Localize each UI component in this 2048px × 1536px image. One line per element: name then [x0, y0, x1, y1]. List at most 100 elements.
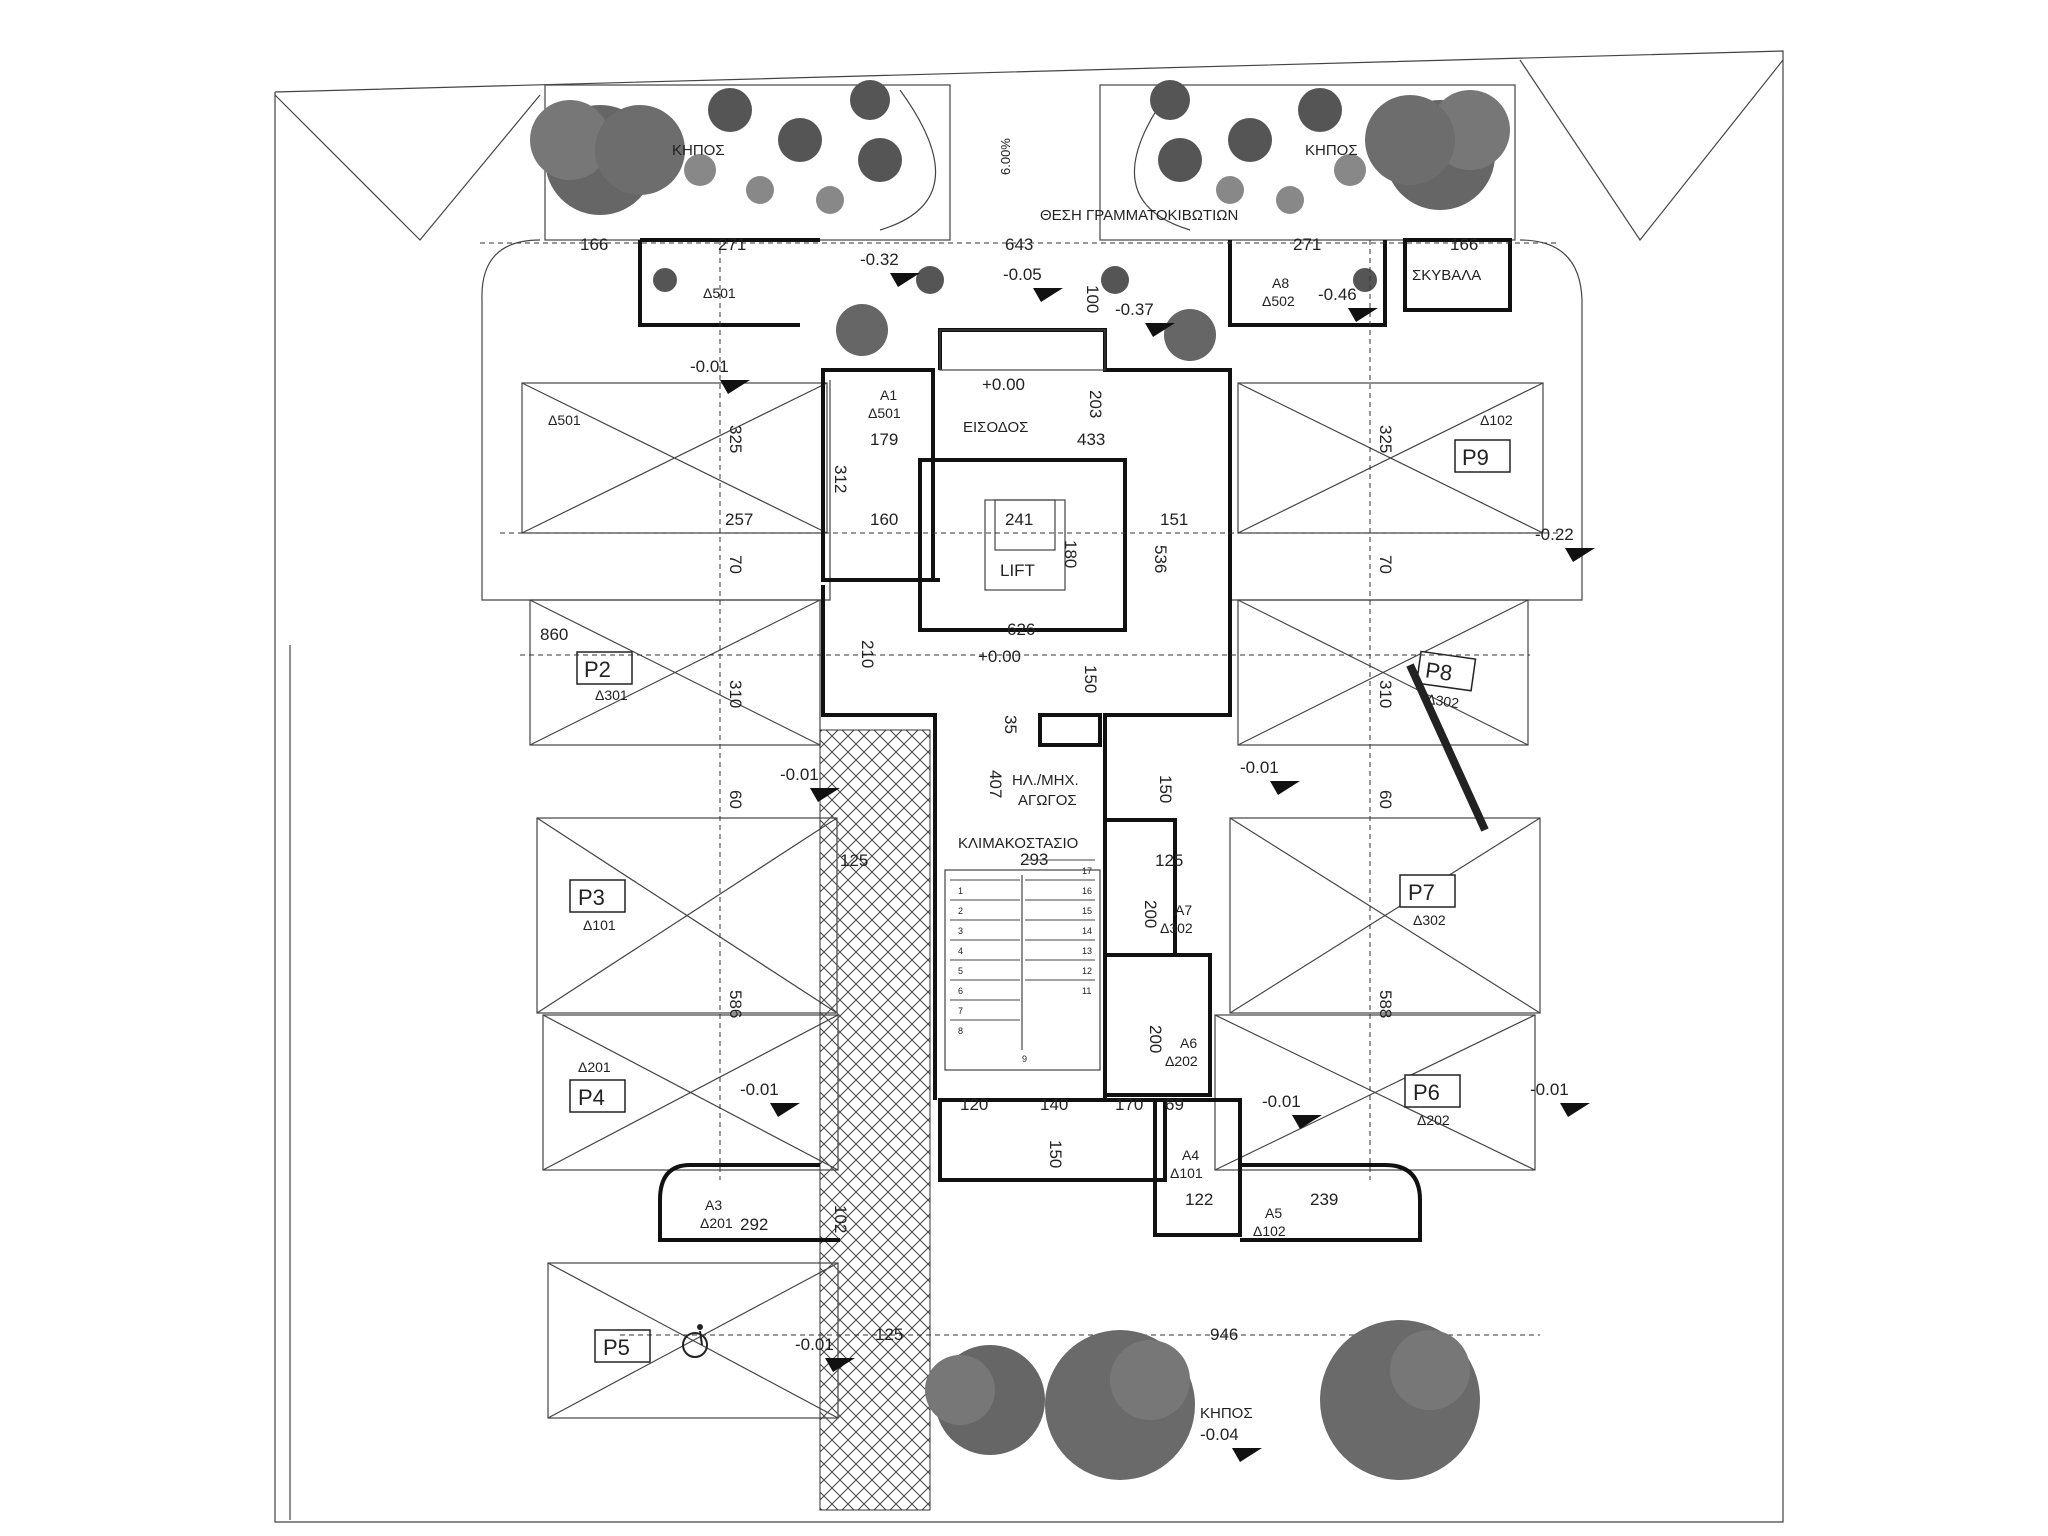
dim-label: 325: [726, 425, 745, 453]
dim-label: 166: [580, 235, 608, 254]
vertical-dimension-labels: 3257031060586325703106058831210020353621…: [726, 285, 1395, 1233]
level-arrow-icon: [720, 380, 750, 394]
dim-label: 536: [1151, 545, 1170, 573]
dim-label: 150: [1156, 775, 1175, 803]
parking-id: P2: [584, 657, 611, 682]
dim-label: 120: [960, 1095, 988, 1114]
dim-label: 312: [831, 465, 850, 493]
top-roof-outline: [274, 59, 1784, 242]
stair-step-number: 15: [1082, 906, 1092, 916]
storage-code: Δ101: [1170, 1165, 1203, 1181]
parking-id: P7: [1408, 880, 1435, 905]
dim-label: 70: [1376, 555, 1395, 574]
dim-label: 35: [1001, 715, 1020, 734]
lift-depth: 180: [1061, 540, 1080, 568]
level-arrow-icon: [1270, 781, 1300, 795]
dim-label: 586: [726, 990, 745, 1018]
ramp-hatched-strip: [819, 729, 931, 1511]
parking-id: P4: [578, 1085, 605, 1110]
stair-step-number: 16: [1082, 886, 1092, 896]
store-a-top-left: Δ501: [638, 238, 820, 327]
parking-id: P8: [1424, 657, 1454, 686]
parking-grid: [521, 382, 1544, 1419]
stair-step-number: 2: [958, 906, 963, 916]
entrance-level: +0.00: [982, 375, 1025, 394]
dim-label: 310: [1376, 680, 1395, 708]
mailbox-label: ΘΕΣΗ ΓΡΑΜΜΑΤΟΚΙΒΩΤΙΩΝ: [1040, 207, 1238, 224]
parking-code: Δ201: [578, 1059, 611, 1075]
dim-label: 69: [1165, 1095, 1184, 1114]
core-walls: [658, 328, 1422, 1242]
level-arrow-icon: [1292, 1115, 1322, 1129]
stair-step-number: 5: [958, 966, 963, 976]
lift-width: 241: [1005, 510, 1033, 529]
parking-id: P3: [578, 885, 605, 910]
level-value: -0.01: [1240, 758, 1279, 777]
dim-label: 271: [718, 235, 746, 254]
dim-label: 271: [1293, 235, 1321, 254]
stair-step-number: 14: [1082, 926, 1092, 936]
plot-left-dim: 860: [540, 625, 568, 644]
level-arrow-icon: [1565, 548, 1595, 562]
dim-label: 70: [726, 555, 745, 574]
stair-step-number: 11: [1082, 986, 1091, 996]
parking-code: Δ302: [1425, 691, 1460, 711]
dim-label: 239: [1310, 1190, 1338, 1209]
dim-label: 122: [1185, 1190, 1213, 1209]
level-arrow-icon: [1033, 288, 1063, 302]
parking-code: Δ302: [1413, 912, 1446, 928]
top-left-garden: ΚΗΠΟΣ: [530, 80, 951, 241]
garden-label: ΚΗΠΟΣ: [1305, 142, 1358, 159]
wheelchair-icon: [682, 1324, 708, 1358]
dim-label: 433: [1077, 430, 1105, 449]
lobby-level: +0.00: [978, 647, 1021, 666]
garden-label: ΚΗΠΟΣ: [1200, 1405, 1253, 1422]
dim-label: 257: [725, 510, 753, 529]
ramp-slope: 6.00%: [998, 138, 1013, 175]
dim-label: 166: [1450, 235, 1478, 254]
parking-id: P9: [1462, 445, 1489, 470]
parking-id: P6: [1413, 1080, 1440, 1105]
dim-label: 200: [1141, 900, 1160, 928]
stair-step-number: 3: [958, 926, 963, 936]
dim-label: 140: [1040, 1095, 1068, 1114]
garden-level: -0.04: [1200, 1425, 1239, 1444]
level-value: -0.46: [1318, 285, 1357, 304]
storage-id: A8: [1272, 275, 1289, 291]
level-arrow-icon: [770, 1103, 800, 1117]
dim-label: 125: [875, 1325, 903, 1344]
stair-step-number: 17: [1082, 866, 1092, 876]
lift: 241 LIFT 180: [994, 499, 1080, 580]
stair-step-number: 6: [958, 986, 963, 996]
storage-code: Δ501: [868, 405, 901, 421]
lobby-width: 626: [1007, 620, 1035, 639]
garden-label: ΚΗΠΟΣ: [672, 142, 725, 159]
dim-label: 125: [1155, 851, 1183, 870]
dim-label: 160: [870, 510, 898, 529]
level-value: -0.01: [780, 765, 819, 784]
refuse-label: ΣΚΥΒΑΛΑ: [1412, 267, 1481, 284]
parking-code: Δ102: [1480, 412, 1513, 428]
level-value: -0.01: [1530, 1080, 1569, 1099]
entrance-label: ΕΙΣΟΔΟΣ: [963, 419, 1028, 436]
storage-code: Δ201: [700, 1215, 733, 1231]
storage-code: Δ202: [1165, 1053, 1198, 1069]
level-arrow-icon: [1232, 1448, 1262, 1462]
dim-label: 203: [1086, 390, 1105, 418]
level-value: -0.37: [1115, 300, 1154, 319]
storage-code: Δ102: [1253, 1223, 1286, 1239]
stair-step-number: 13: [1082, 946, 1092, 956]
dim-label: 179: [870, 430, 898, 449]
level-value: -0.01: [795, 1335, 834, 1354]
stair-step-number: 4: [958, 946, 963, 956]
stair-step-number: 7: [958, 1006, 963, 1016]
dim-label: 100: [1083, 285, 1102, 313]
plot-width-dim: 946: [1210, 1325, 1238, 1344]
parking-labels: Δ501 P9 Δ102 P2 Δ301 P8 Δ302 P3 Δ101 P7 …: [548, 412, 1513, 1363]
level-arrow-icon: [1560, 1103, 1590, 1117]
parking-code: Δ501: [548, 412, 581, 428]
level-value: -0.01: [1262, 1092, 1301, 1111]
stair-step-number: 12: [1082, 966, 1092, 976]
dim-label: 60: [726, 790, 745, 809]
